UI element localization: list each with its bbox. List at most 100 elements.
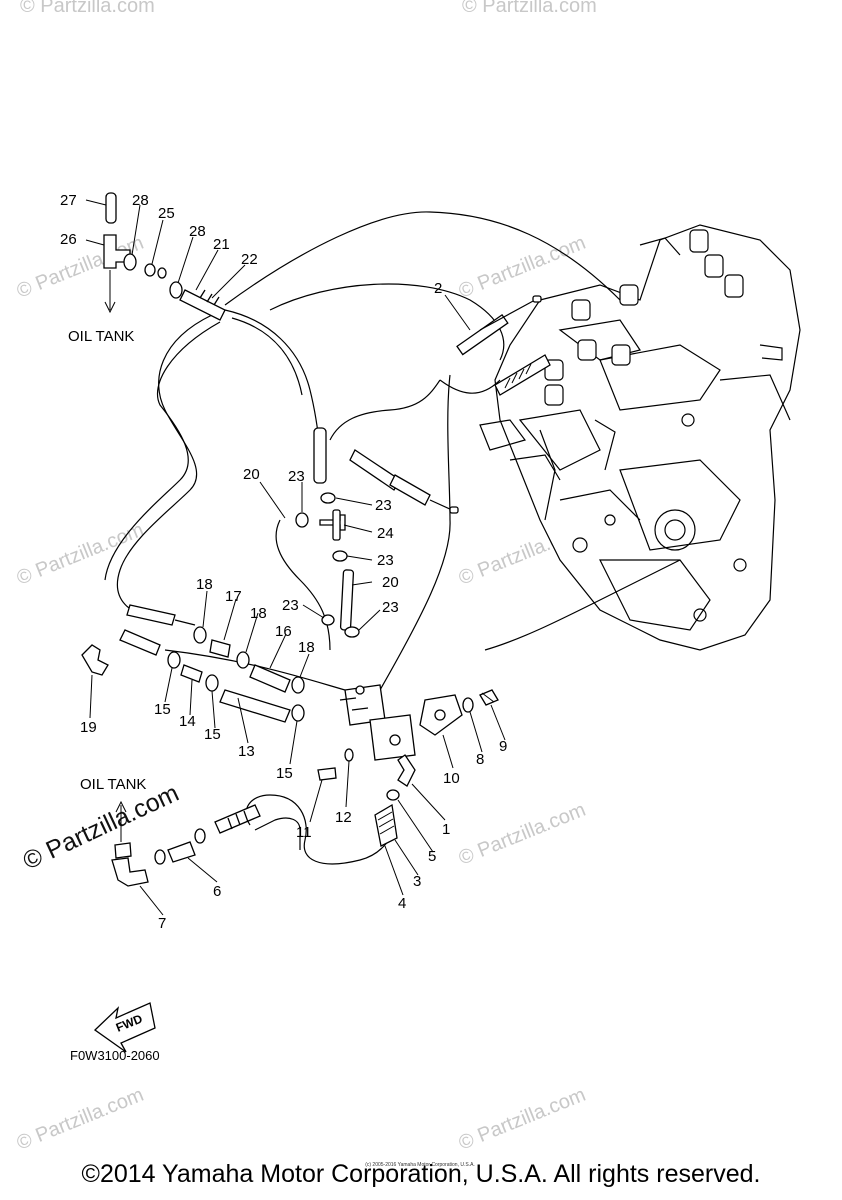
watermark: © Partzilla.com [20, 0, 155, 17]
hose-16 [249, 664, 291, 693]
watermark-layer: © Partzilla.com © Partzilla.com © Partzi… [14, 0, 597, 1155]
oil-tank-label-top: OIL TANK [68, 328, 134, 345]
parts-center [295, 427, 360, 638]
callout: 5 [428, 848, 436, 865]
callout: 3 [413, 873, 421, 890]
clamp-23e [344, 626, 360, 638]
valve-17 [209, 639, 231, 658]
callout: 23 [282, 597, 299, 614]
callout: 20 [382, 574, 399, 591]
callout: 23 [382, 599, 399, 616]
tube-top [313, 427, 327, 484]
clamp-18a [193, 626, 207, 644]
callout: 7 [158, 915, 166, 932]
callout: 13 [238, 743, 255, 760]
copyright-notice: ©2014 Yamaha Motor Corporation, U.S.A. A… [81, 1160, 761, 1188]
callout: 25 [158, 205, 175, 222]
clip-28b [169, 281, 183, 299]
oil-pump-assembly [317, 684, 499, 847]
callout: 28 [132, 192, 149, 209]
clip-5 [386, 789, 400, 801]
watermark: © Partzilla.com [14, 519, 147, 590]
callout: 23 [288, 468, 305, 485]
callout: 10 [443, 770, 460, 787]
callout: 27 [60, 192, 77, 209]
callout: 6 [213, 883, 221, 900]
small-print: (c) 2005-2016 Yamaha Motor Corporation, … [365, 1162, 475, 1168]
watermark: © Partzilla.com [456, 799, 589, 870]
callout: 12 [335, 809, 352, 826]
callout-numbers: 27 28 25 28 21 22 26 2 20 23 23 24 23 20… [60, 192, 507, 932]
clip-6a [154, 849, 166, 865]
joint-27 [105, 192, 117, 224]
clip-6b [194, 828, 206, 844]
clamp-15b [205, 674, 219, 692]
clamp-23b [320, 492, 336, 504]
callout: 18 [250, 605, 267, 622]
leader-lines [85, 199, 506, 916]
clip-19 [81, 644, 109, 676]
callout: 19 [80, 719, 97, 736]
clip-28 [123, 253, 137, 271]
callout: 4 [398, 895, 406, 912]
washer-12 [344, 748, 354, 762]
callout: 16 [275, 623, 292, 640]
callout: 15 [154, 701, 171, 718]
callout: 18 [298, 639, 315, 656]
callout: 2 [434, 280, 442, 297]
callout: 26 [60, 231, 77, 248]
callout: 14 [179, 713, 196, 730]
oil-tank-label-bottom: OIL TANK [80, 776, 146, 793]
callout: 1 [442, 821, 450, 838]
watermark: © Partzilla.com [456, 232, 589, 303]
clamp-18c [291, 676, 305, 694]
engine-block [479, 224, 801, 651]
part-code: F0W3100-2060 [70, 1048, 160, 1063]
callout: 28 [189, 223, 206, 240]
watermark: © Partzilla.com [462, 0, 597, 17]
callout: 18 [196, 576, 213, 593]
callout: 20 [243, 466, 260, 483]
hose-21 [179, 289, 226, 321]
clamp-18b [236, 651, 250, 669]
oil-tank-fitting [114, 842, 132, 859]
parts-top-left [103, 192, 226, 321]
callout: 23 [377, 552, 394, 569]
clamp-15c [291, 704, 305, 722]
clamp-23a [295, 512, 309, 528]
callout: 21 [213, 236, 230, 253]
fwd-arrow: FWD [93, 1002, 156, 1053]
clamp-15a [167, 651, 181, 669]
valve-25 [144, 263, 156, 277]
pipe-upper [126, 604, 176, 626]
callout: 8 [476, 751, 484, 768]
parts-bottom-left [111, 804, 261, 887]
callout: 9 [499, 738, 507, 755]
elbow-1 [397, 754, 416, 787]
clamp-23c [332, 550, 348, 562]
cable-assembly-lower [349, 449, 459, 514]
hose-20 [339, 569, 355, 631]
callout: 11 [296, 824, 312, 841]
oil-hoses [104, 211, 681, 865]
pipe-lower [119, 629, 161, 656]
callout: 15 [276, 765, 293, 782]
hose-3 [374, 803, 398, 847]
callout: 24 [377, 525, 394, 542]
callout: 22 [241, 251, 258, 268]
callout: 17 [225, 588, 242, 605]
bolt-11 [317, 767, 337, 781]
watermark: © Partzilla.com [456, 1084, 589, 1155]
clamp-23d [321, 614, 335, 626]
elbow-7 [111, 857, 149, 887]
valve-6 [167, 841, 196, 863]
watermark: © Partzilla.com [14, 1084, 147, 1155]
valve-14 [180, 664, 203, 683]
oring-8 [462, 697, 474, 713]
callout: 15 [204, 726, 221, 743]
hose-13 [219, 689, 291, 723]
cable-assembly-2 [456, 295, 551, 396]
bolt-9 [479, 689, 499, 706]
callout: 23 [375, 497, 392, 514]
